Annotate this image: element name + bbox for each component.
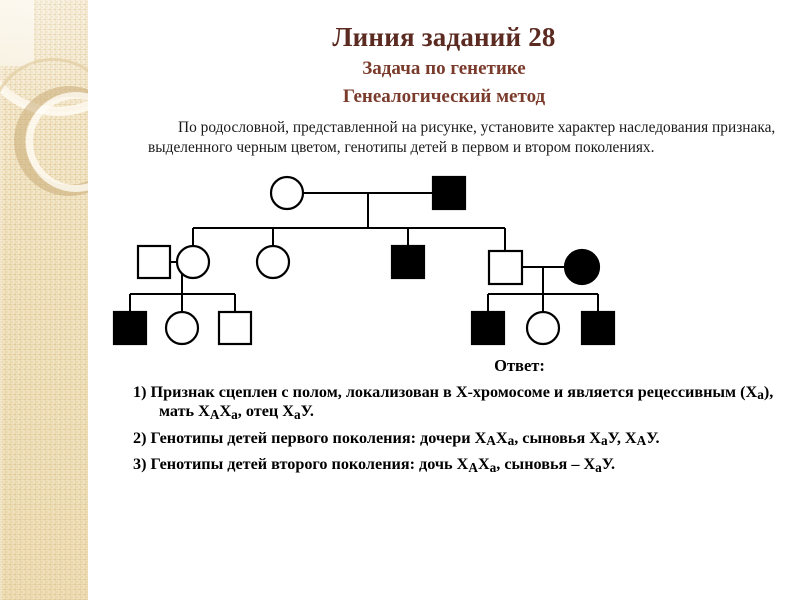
decorative-arc — [0, 58, 88, 128]
gen2-spouse-female-right — [563, 248, 601, 285]
answer-item-1-text-c: X — [219, 402, 232, 421]
gen3-son-right-1 — [470, 310, 506, 345]
answer-item-2: 2) Генотипы детей первого поколения: доч… — [133, 429, 786, 449]
gen2-spouse-male-left — [136, 244, 172, 279]
answer-item-3-sub-a: A — [468, 459, 478, 475]
answer-item-3: 3) Генотипы детей второго поколения: доч… — [133, 455, 786, 475]
gen2-son-1 — [390, 244, 426, 279]
page-subtitle-1: Задача по генетике — [362, 57, 526, 79]
answer-label: Ответ: — [494, 355, 545, 375]
title-block: Линия заданий 28 Задача по генетике Гене… — [88, 0, 800, 109]
answer-item-2-text-c: , сыновья X — [514, 428, 601, 447]
answer-item-1-text-d: , отец X — [237, 402, 294, 421]
answer-item-2-text-e: У. — [646, 428, 660, 447]
answer-item-3-sub-c: a — [595, 459, 602, 475]
pedigree-svg — [112, 175, 616, 345]
answer-item-2-sub-b: a — [507, 433, 515, 449]
pedigree-diagram — [88, 166, 800, 352]
gen2-daughter-2 — [255, 244, 291, 279]
answer-item-1-sub-d: a — [293, 406, 301, 422]
answer-item-3-text-c: , сыновья – X — [496, 455, 596, 474]
answer-item-2-number: 2) — [133, 428, 147, 447]
answer-item-2-text-d: У, X — [607, 428, 637, 447]
answer-item-3-number: 3) — [133, 455, 147, 474]
gen3-son-right-2 — [580, 310, 616, 345]
page-subtitle-2: Генеалогический метод — [342, 85, 546, 107]
gen3-daughter-right — [525, 310, 561, 345]
gen2-son-2 — [487, 249, 524, 285]
slide-content: Линия заданий 28 Задача по генетике Гене… — [88, 0, 800, 600]
answer-item-2-sub-c: a — [600, 433, 608, 449]
page-title: Линия заданий 28 — [332, 22, 556, 52]
answer-item-2-text-b: X — [495, 428, 508, 447]
answer-item-1: 1) Признак сцеплен с полом, локализован … — [133, 383, 786, 422]
answer-item-1-sub-a: a — [757, 386, 764, 402]
gen1-mother — [269, 175, 305, 210]
answer-item-3-sub-b: a — [489, 459, 497, 475]
gen3-son-left-2 — [217, 310, 253, 345]
decorative-left-border — [0, 0, 88, 600]
answer-item-3-text-a: Генотипы детей второго поколения: дочь X — [150, 455, 469, 474]
answer-item-2-sub-a: A — [486, 433, 496, 449]
answer-item-1-sub-b: A — [209, 406, 220, 422]
answer-item-2-text-a: Генотипы детей первого поколения: дочери… — [150, 428, 487, 447]
answer-item-3-text-b: X — [477, 455, 490, 474]
answer-item-1-text-a: Признак сцеплен с полом, локализован в X… — [150, 382, 758, 401]
answer-item-3-text-d: У. — [601, 455, 616, 474]
task-intro-text: По родословной, представленной на рисунк… — [148, 119, 776, 156]
pedigree-connector-lines — [128, 191, 600, 312]
answer-item-1-text-b: ), мать X — [159, 382, 774, 421]
answer-item-2-sub-d: A — [636, 433, 647, 449]
answer-block: Ответ: 1) Признак сцеплен с полом, локал… — [133, 356, 786, 475]
answer-item-1-text-e: У. — [300, 402, 314, 421]
answer-item-1-number: 1) — [133, 382, 147, 401]
gen1-father — [431, 175, 467, 210]
gen2-daughter-1 — [175, 244, 211, 279]
answer-item-1-sub-c: a — [231, 406, 238, 422]
gen3-daughter-left — [164, 310, 200, 345]
gen3-son-left-1 — [112, 310, 148, 345]
